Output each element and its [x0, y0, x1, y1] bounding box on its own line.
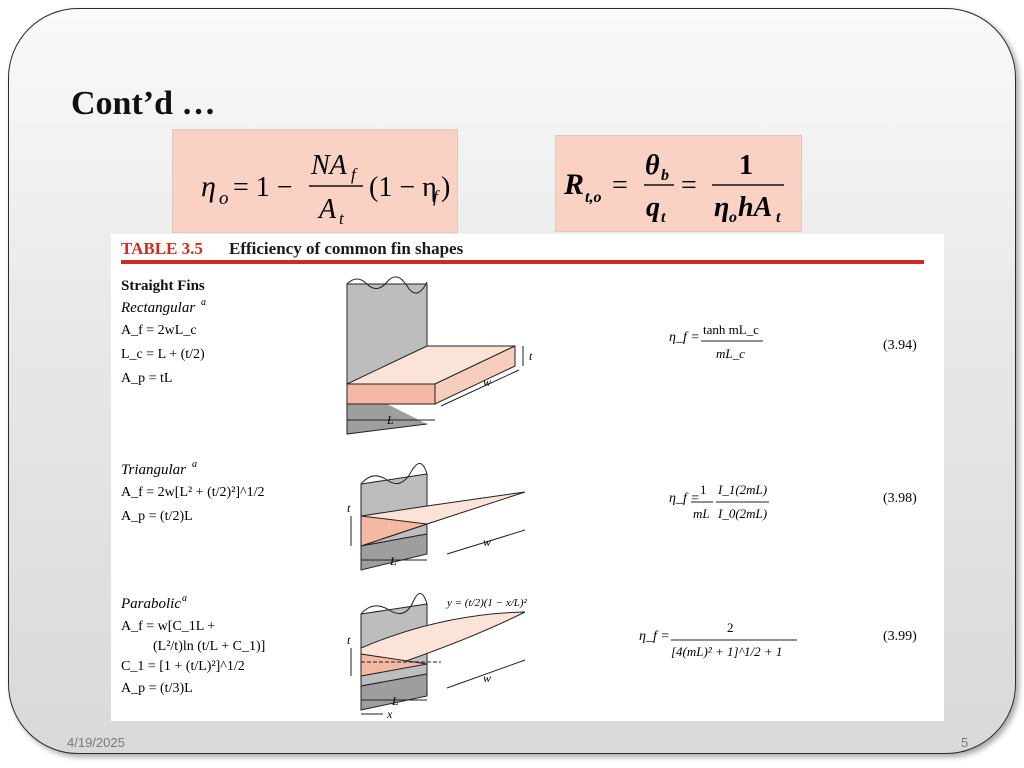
para-eff-den: [4(mL)² + 1]^1/2 + 1 [671, 644, 782, 659]
row-parabolic: Parabolic a A_f = w[C_1L + (L²/t)ln (t/L… [120, 593, 917, 721]
para-eff-num: 2 [727, 620, 734, 635]
row-rectangular: Rectangular a A_f = 2wL_c L_c = L + (t/2… [120, 276, 917, 435]
overall-efficiency-equation: η o = 1 − NA f A t (1 − η f ) [172, 129, 458, 233]
eq2-numerator-one: 1 [739, 150, 753, 181]
eq1-numerator: NA [310, 150, 348, 181]
rect-label-l: L [386, 413, 394, 427]
eq2-equals-1: = [612, 170, 628, 201]
eq1-tail-close: ) [441, 172, 450, 203]
table-caption: Efficiency of common fin shapes [229, 239, 464, 258]
r-symbol: R [563, 168, 584, 201]
tri-eff-lhs: η_f = [669, 491, 700, 506]
rect-eff-num: tanh mL_c [703, 322, 759, 337]
para-label-t: t [347, 633, 351, 647]
rect-sup: a [201, 297, 206, 308]
eq1-tail: (1 − η [369, 172, 437, 203]
para-name: Parabolic [120, 596, 181, 612]
r-subscript: t,o [585, 189, 601, 206]
rect-label-t: t [529, 349, 533, 363]
slide-title: Cont’d … [71, 85, 216, 122]
q-symbol: q [646, 192, 660, 223]
theta-symbol: θ [645, 150, 660, 181]
rect-name: Rectangular [120, 300, 195, 316]
tri-label-l: L [389, 554, 397, 568]
para-line-2: (L²/t)ln (t/L + C_1)] [153, 639, 265, 654]
eq1-numerator-sub: f [351, 165, 358, 184]
fin-efficiency-table: TABLE 3.5 Efficiency of common fin shape… [111, 234, 944, 721]
ha-denominator-sub: t [776, 209, 781, 226]
rect-line-2: L_c = L + (t/2) [121, 347, 205, 362]
eq1-denominator-sub: t [339, 209, 345, 228]
eta-o-subscript: o [219, 188, 229, 209]
para-eff-lhs: η_f = [639, 629, 670, 644]
eta-o-denominator: η [714, 192, 729, 223]
rect-line-3: A_p = tL [121, 371, 172, 386]
q-subscript: t [661, 209, 666, 226]
row-triangular: Triangular a A_f = 2w[L² + (t/2)²]^1/2 A… [121, 459, 917, 571]
para-line-1: A_f = w[C_1L + [121, 619, 215, 634]
theta-subscript: b [661, 167, 669, 184]
section-straight-fins: Straight Fins [121, 278, 205, 294]
eta-o-denominator-sub: o [729, 209, 737, 226]
tri-eff-num: I_1(2mL) [717, 482, 767, 497]
thermal-resistance-equation: R t,o = θ b q t = 1 η o hA t [555, 135, 802, 232]
triangular-fin-figure: t w L [347, 463, 526, 571]
tri-name: Triangular [121, 462, 186, 478]
eq1-equals-one-minus: = 1 − [233, 172, 293, 203]
rect-eff-den: mL_c [716, 346, 745, 361]
rect-eq-number: (3.94) [883, 338, 917, 353]
rect-line-1: A_f = 2wL_c [121, 323, 197, 338]
table-label: TABLE 3.5 [121, 239, 203, 258]
eta-o-symbol: η [201, 170, 216, 203]
para-eq-number: (3.99) [883, 629, 917, 644]
para-label-l: L [391, 694, 399, 708]
para-label-w: w [483, 671, 491, 685]
ha-denominator: hA [738, 192, 772, 223]
para-line-4: A_p = (t/3)L [121, 681, 193, 696]
tri-eff-den: I_0(2mL) [717, 506, 767, 521]
tri-label-t: t [347, 501, 351, 515]
table-header-rule [121, 260, 924, 264]
tri-line-1: A_f = 2w[L² + (t/2)²]^1/2 [121, 485, 265, 500]
tri-eff-coef-den: mL [693, 506, 710, 521]
rect-eff-lhs: η_f = [669, 330, 700, 345]
para-line-3: C_1 = [1 + (t/L)²]^1/2 [121, 659, 245, 674]
para-label-x: x [386, 707, 393, 721]
tri-eff-coef-num: 1 [700, 482, 707, 497]
tri-label-w: w [483, 535, 491, 549]
tri-eq-number: (3.98) [883, 491, 917, 506]
tri-line-2: A_p = (t/2)L [121, 509, 193, 524]
eq1-denominator: A [317, 194, 337, 225]
parabolic-fin-figure: y = (t/2)(1 − x/L)² t w L x [347, 593, 528, 721]
tri-sup: a [192, 459, 197, 470]
rectangular-fin-figure: t w L [346, 276, 533, 435]
para-sup: a [182, 593, 187, 604]
page-number: 5 [961, 735, 969, 750]
slide-date: 4/19/2025 [67, 735, 125, 750]
para-label-y: y = (t/2)(1 − x/L)² [446, 597, 528, 609]
eq1-tail-sub: f [433, 187, 440, 206]
eq2-equals-2: = [681, 170, 697, 201]
rect-label-w: w [483, 375, 491, 389]
